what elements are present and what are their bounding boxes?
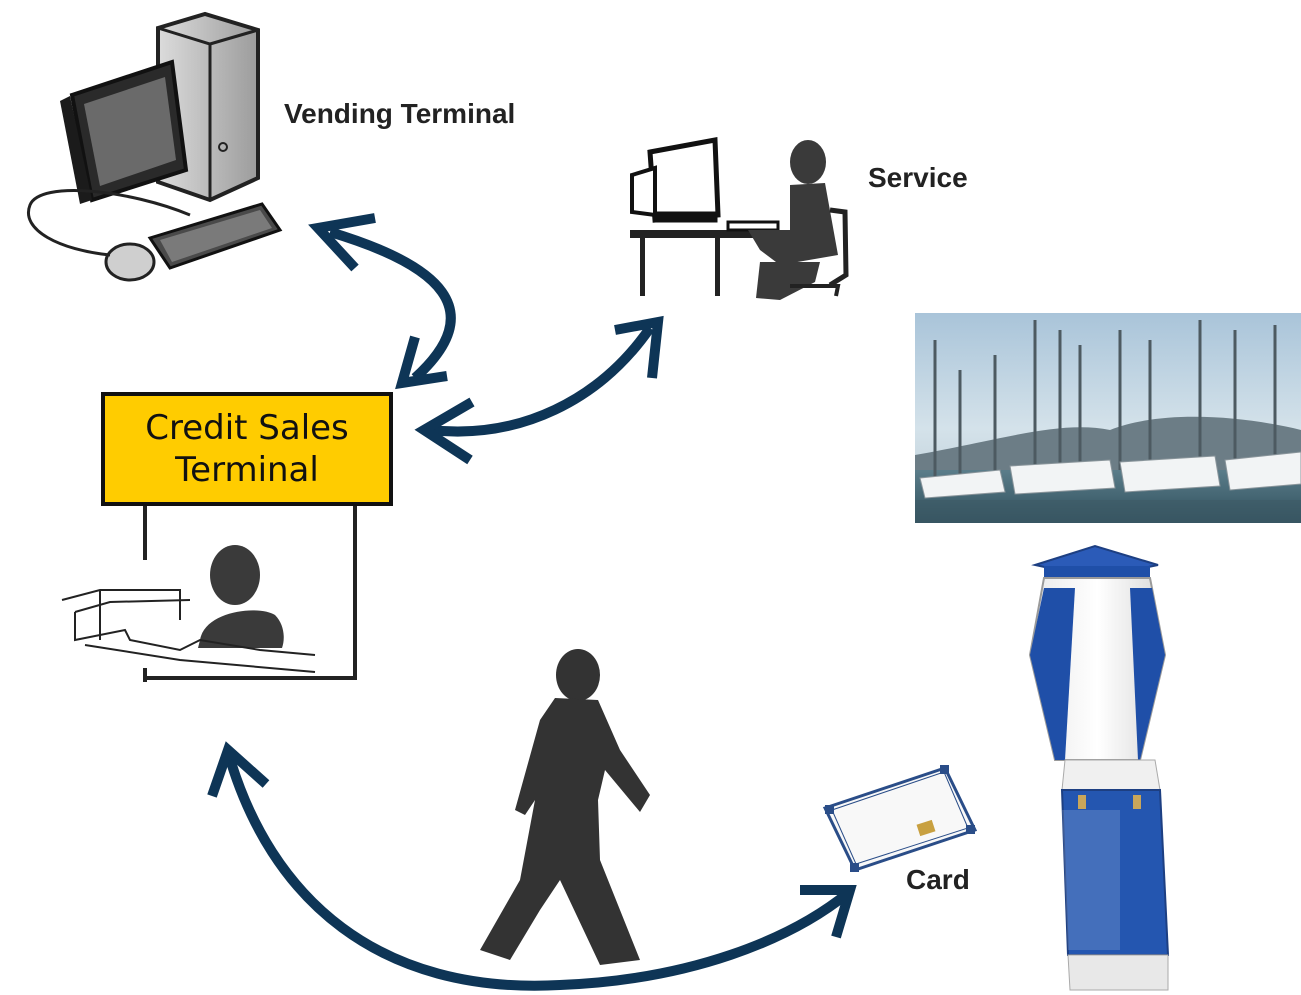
arrow-credit-card [223, 750, 852, 991]
smart-card-icon [822, 765, 978, 872]
credit-sales-terminal-line2: Terminal [175, 450, 319, 490]
arrow-vending-credit [328, 227, 456, 382]
arrowhead-credit-bottom [207, 741, 270, 798]
walking-person-icon [480, 649, 650, 965]
marina-photo [915, 313, 1301, 523]
credit-sales-terminal-line1: Credit Sales [145, 408, 349, 448]
vending-terminal-label: Vending Terminal [284, 98, 516, 129]
power-pedestal-photo [1028, 544, 1170, 991]
arrows [207, 213, 857, 991]
card-label: Card [906, 864, 970, 895]
arrowhead-vending [308, 213, 376, 272]
desktop-computer-icon [27, 11, 283, 282]
arrowhead-credit-top [395, 335, 448, 390]
arrow-service-credit [429, 325, 655, 437]
arrowhead-credit-right [414, 397, 475, 465]
arrowhead-card [800, 885, 857, 939]
credit-sales-terminal-box: Credit Sales Terminal [101, 392, 393, 506]
clerk-at-counter-icon [61, 506, 357, 682]
person-at-computer-icon [630, 137, 849, 300]
arrowhead-service [614, 315, 664, 379]
service-label: Service [868, 162, 968, 193]
